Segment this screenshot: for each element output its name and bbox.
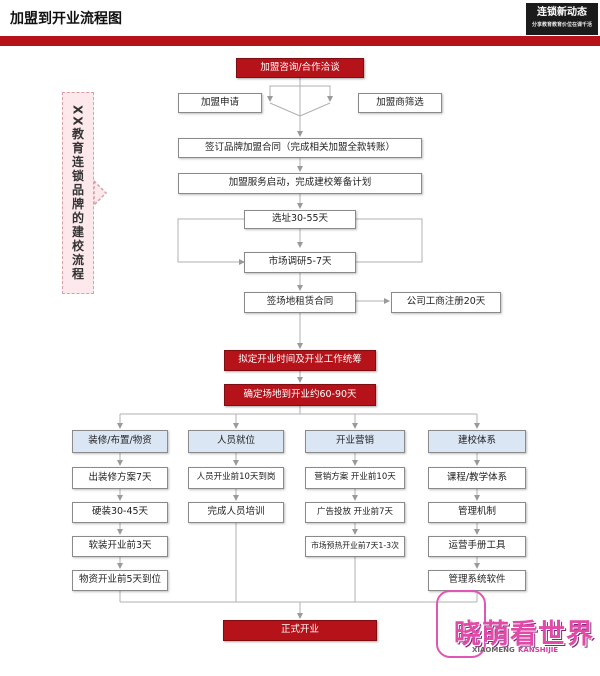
step-plan: 拟定开业时间及开业工作统筹 xyxy=(224,350,376,371)
watermark-text: 晓萌看世界 xyxy=(454,619,594,650)
column-item: 广告投放 开业前7天 xyxy=(305,502,405,523)
step-lease: 签场地租赁合同 xyxy=(244,292,356,313)
column-item: 出装修方案7天 xyxy=(72,467,168,489)
step-consult: 加盟咨询/合作洽谈 xyxy=(236,58,364,78)
column-item: 营销方案 开业前10天 xyxy=(305,467,405,489)
watermark-cat-icon xyxy=(436,590,486,658)
logo-tagline: 分享教育教育价位在课千活 xyxy=(531,22,592,28)
step-register: 公司工商注册20天 xyxy=(391,292,501,313)
step-apply: 加盟申请 xyxy=(178,93,262,113)
column-item: 市场预热开业前7天1-3次 xyxy=(305,536,405,557)
column-item: 人员开业前10天到岗 xyxy=(188,467,284,489)
column-item: 完成人员培训 xyxy=(188,502,284,523)
column-item: 课程/教学体系 xyxy=(428,467,526,489)
column-head-decoration: 装修/布置/物资 xyxy=(72,430,168,453)
column-item: 管理机制 xyxy=(428,502,526,523)
step-service: 加盟服务启动，完成建校筹备计划 xyxy=(178,173,422,194)
column-head-staff: 人员就位 xyxy=(188,430,284,453)
step-window: 确定场地到开业约60-90天 xyxy=(224,384,376,406)
column-head-marketing: 开业营销 xyxy=(305,430,405,453)
brand-logo: 连锁新动态 分享教育教育价位在课千活 xyxy=(526,3,598,35)
column-item: 物资开业前5天到位 xyxy=(72,570,168,591)
watermark-sub-left: XIAOMENG xyxy=(472,646,515,654)
header-divider xyxy=(0,36,600,46)
side-label: XX教育连锁品牌的建校流程 xyxy=(62,92,94,294)
step-screen: 加盟商筛选 xyxy=(358,93,442,113)
step-research: 市场调研5-7天 xyxy=(244,252,356,273)
step-site: 选址30-55天 xyxy=(244,210,356,229)
column-head-system: 建校体系 xyxy=(428,430,526,453)
step-opening: 正式开业 xyxy=(223,620,377,641)
column-item: 运营手册工具 xyxy=(428,536,526,557)
column-item: 管理系统软件 xyxy=(428,570,526,591)
page-title: 加盟到开业流程图 xyxy=(10,11,122,27)
logo-name: 连锁新动态 xyxy=(537,7,587,18)
column-item: 软装开业前3天 xyxy=(72,536,168,557)
side-label-text: XX教育连锁品牌的建校流程 xyxy=(70,104,85,282)
step-contract: 签订品牌加盟合同（完成相关加盟全款转账） xyxy=(178,138,422,158)
column-item: 硬装30-45天 xyxy=(72,502,168,523)
watermark-sub-right: KANSHIJIE xyxy=(518,646,559,654)
